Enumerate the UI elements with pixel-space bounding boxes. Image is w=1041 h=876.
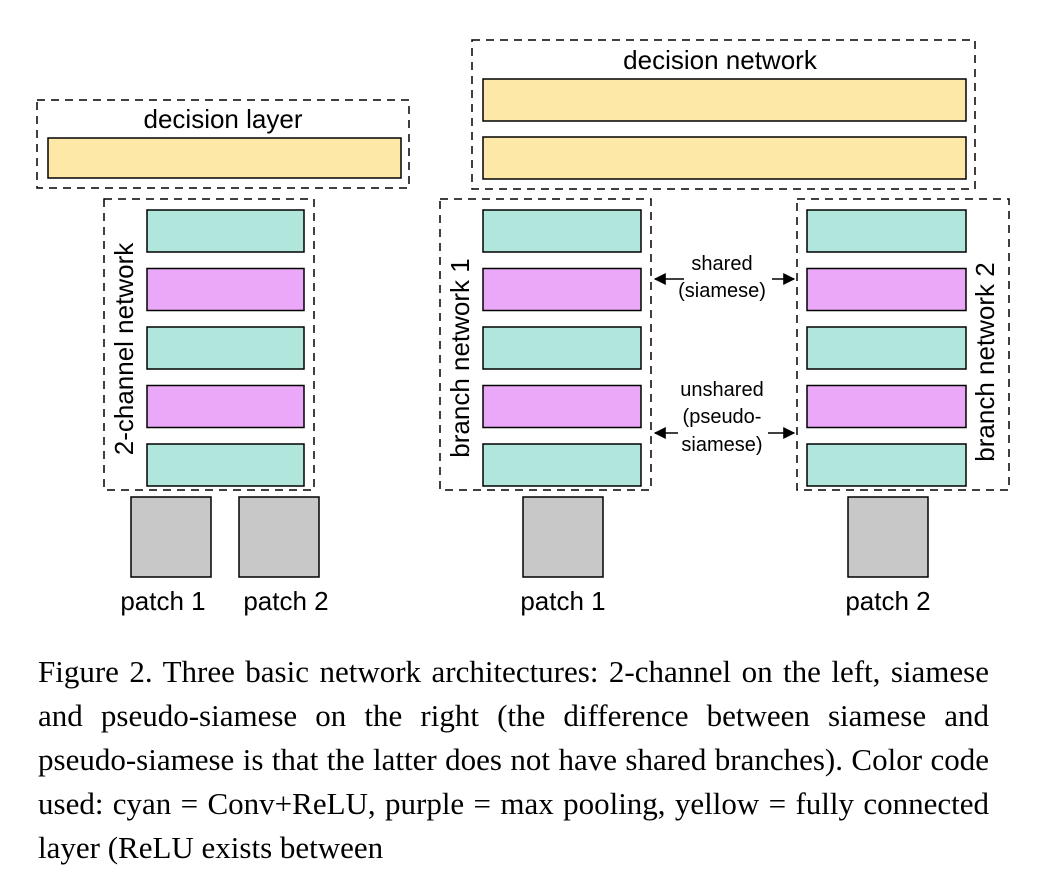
right-fc-layer-2 <box>482 136 967 180</box>
left-patch-1 <box>130 496 212 578</box>
branch-2-conv-layer-1 <box>806 209 967 253</box>
decision-network-label: decision network <box>623 45 818 75</box>
branch-1-conv-layer-3 <box>482 326 642 370</box>
left-fc-layer <box>47 137 402 179</box>
unshared-label: unshared <box>680 379 763 401</box>
shared-label: shared <box>691 253 752 275</box>
left-patch-2-label: patch 2 <box>243 586 328 616</box>
branch-network-2-frame <box>796 198 1010 491</box>
pseudo-label: (pseudo- <box>683 406 762 428</box>
two-channel-conv-layer-1 <box>146 209 305 253</box>
branch-2-conv-layer-3 <box>806 326 967 370</box>
branch-network-1-label: branch network 1 <box>445 258 475 457</box>
two-channel-conv-layer-5 <box>146 443 305 487</box>
left-patch-2 <box>238 496 320 578</box>
pseudo-siamese-label: siamese) <box>681 434 762 456</box>
right-patch-1 <box>522 496 604 578</box>
left-patch-1-label: patch 1 <box>120 586 205 616</box>
architecture-diagram: decision layer 2-channel network patch 1… <box>36 39 1010 616</box>
two-channel-network-label: 2-channel network <box>109 242 139 455</box>
decision-layer-frame <box>36 99 410 189</box>
two-channel-pool-layer-2 <box>146 267 305 312</box>
branch-1-pool-layer-4 <box>482 384 642 429</box>
two-channel-layer-stack <box>146 209 305 487</box>
right-patch-2-label: patch 2 <box>845 586 930 616</box>
branch-2-pool-layer-4 <box>806 384 967 429</box>
branch-2-layer-stack <box>806 209 967 487</box>
siamese-label: (siamese) <box>678 280 766 302</box>
branch-network-2-label: branch network 2 <box>970 262 1000 461</box>
figure-caption: Figure 2. Three basic network architectu… <box>38 650 989 870</box>
branch-1-pool-layer-2 <box>482 267 642 312</box>
branch-1-layer-stack <box>482 209 642 487</box>
caption-text: Three basic network architectures: 2-cha… <box>38 654 990 865</box>
two-channel-network-frame <box>103 198 315 491</box>
right-patch-2 <box>847 496 929 578</box>
branch-2-pool-layer-2 <box>806 267 967 312</box>
branch-1-conv-layer-1 <box>482 209 642 253</box>
branch-1-conv-layer-5 <box>482 443 642 487</box>
caption-figure-label: Figure 2. <box>38 654 153 689</box>
right-patch-1-label: patch 1 <box>520 586 605 616</box>
two-channel-conv-layer-3 <box>146 326 305 370</box>
decision-network-frame <box>471 39 976 190</box>
right-fc-layer-1 <box>482 78 967 122</box>
two-channel-pool-layer-4 <box>146 384 305 429</box>
branch-2-conv-layer-5 <box>806 443 967 487</box>
branch-network-1-frame <box>439 198 652 491</box>
decision-layer-label: decision layer <box>144 104 303 134</box>
